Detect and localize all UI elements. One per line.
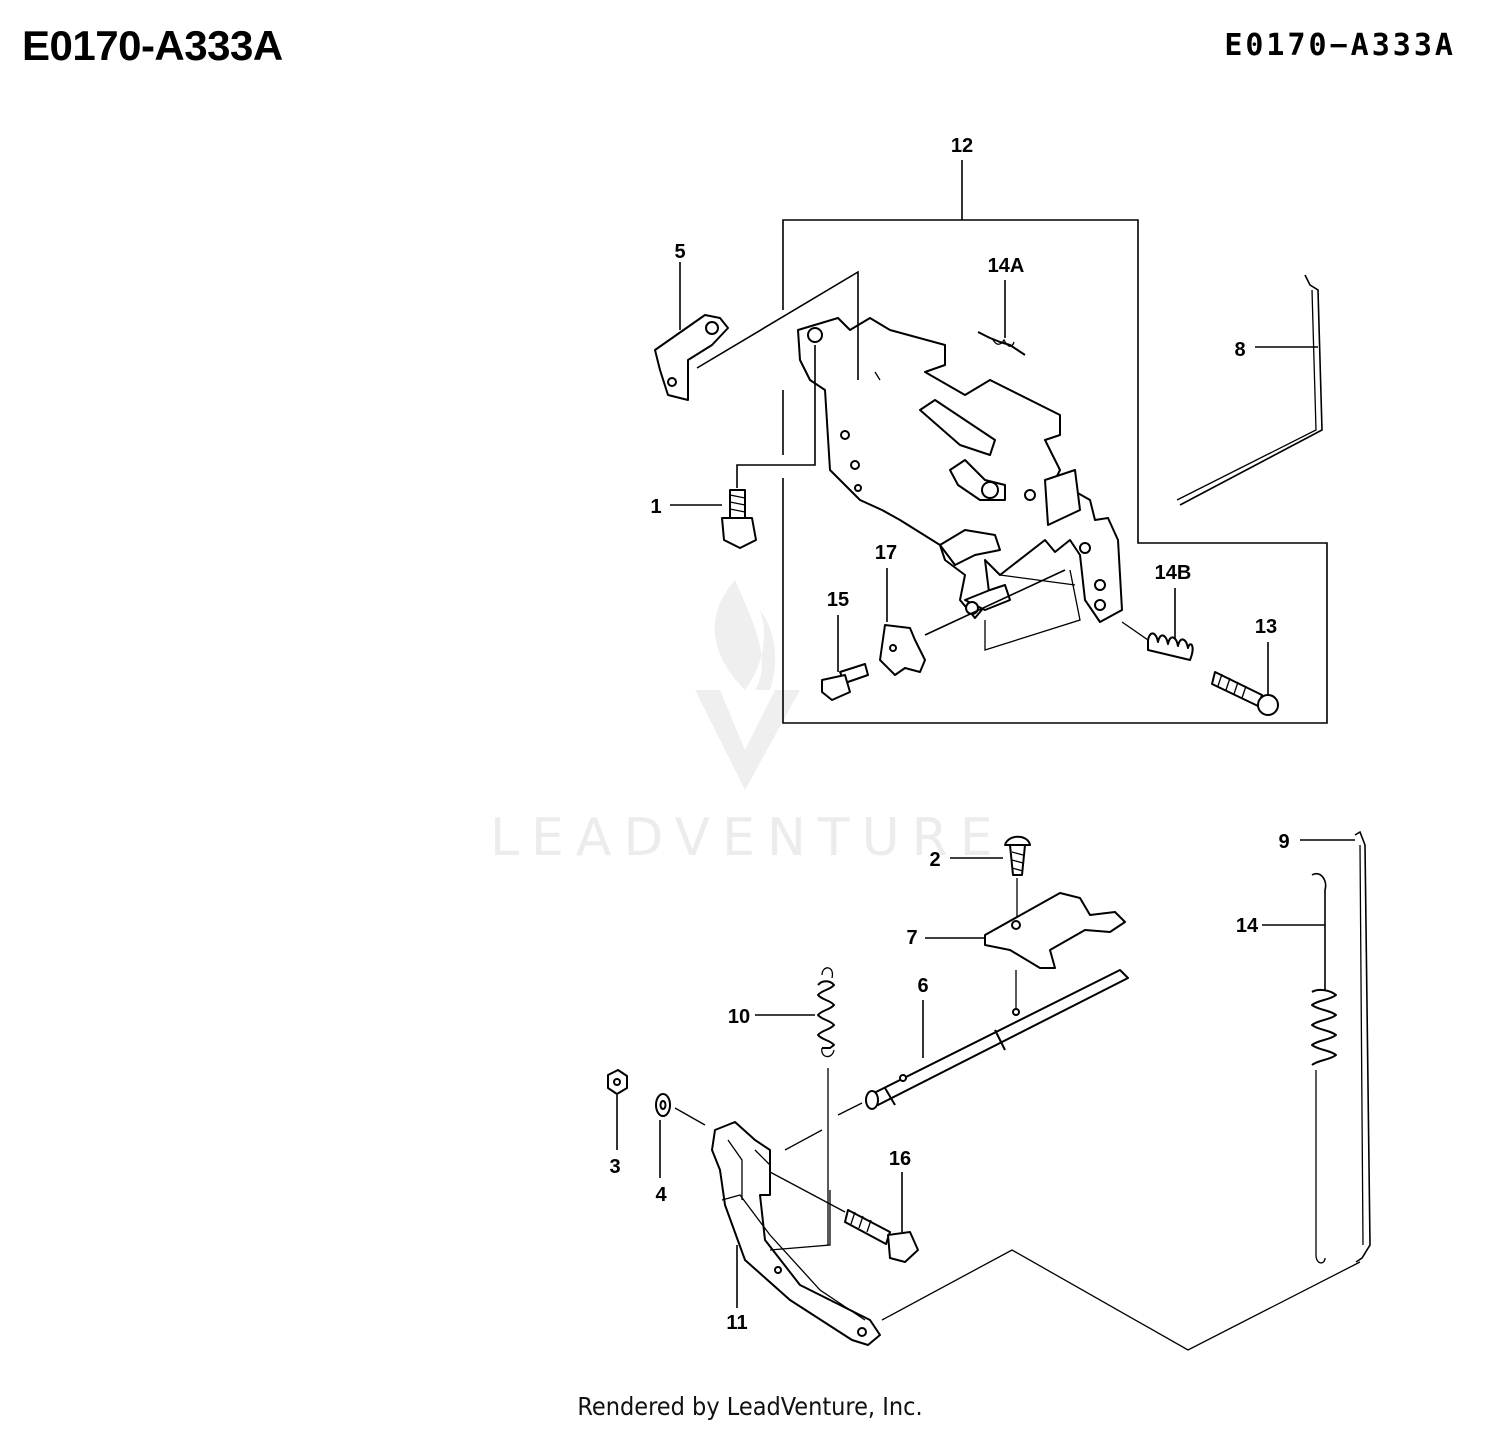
callout-13: 13 — [1255, 616, 1277, 638]
part-17-plate — [879, 568, 1066, 676]
part-1-bolt — [670, 345, 816, 549]
part-13-screw — [1211, 642, 1279, 716]
callout-9: 9 — [1278, 831, 1289, 853]
part-4-washer — [655, 1093, 706, 1178]
part-12-control-bracket — [797, 317, 1123, 651]
callout-15: 15 — [827, 589, 849, 611]
part-5-bracket — [654, 262, 859, 401]
callout-12: 12 — [951, 135, 973, 157]
part-15-bolt — [821, 615, 869, 701]
callout-3: 3 — [609, 1156, 620, 1178]
leadventure-flame-logo-icon — [695, 580, 800, 790]
part-14a-spring — [977, 280, 1026, 356]
linkage-leader-line — [881, 1249, 1361, 1351]
callout-6: 6 — [917, 975, 928, 997]
part-2-screw — [950, 835, 1031, 922]
watermark-text: LEADVENTURE — [490, 808, 1005, 868]
part-9-rod — [1300, 830, 1371, 1263]
callout-14: 14 — [1236, 915, 1259, 937]
callout-2: 2 — [929, 849, 940, 871]
callout-11: 11 — [726, 1312, 747, 1334]
footer-credit: Rendered by LeadVenture, Inc. — [577, 1392, 923, 1421]
callout-7: 7 — [906, 927, 917, 949]
callout-1: 1 — [650, 496, 661, 518]
callout-14b: 14B — [1155, 562, 1192, 584]
part-6-shaft — [837, 969, 1129, 1116]
assembly-12-boundary — [782, 160, 1328, 724]
part-14-long-spring — [1262, 872, 1337, 1264]
callout-14a: 14A — [988, 255, 1025, 277]
callout-8: 8 — [1234, 339, 1245, 361]
part-14b-spring — [1121, 588, 1194, 661]
callout-5: 5 — [674, 241, 685, 263]
part-16-bolt — [769, 1171, 919, 1263]
part-10-spring — [755, 967, 835, 1245]
callout-10: 10 — [728, 1006, 750, 1028]
part-7-plate — [925, 892, 1126, 969]
part-8-rod — [1176, 274, 1323, 506]
callout-16: 16 — [889, 1148, 911, 1170]
page-title: E0170-A333A — [22, 22, 283, 69]
callout-4: 4 — [655, 1184, 667, 1206]
part-3-nut — [607, 1069, 628, 1150]
callout-17: 17 — [875, 542, 897, 564]
diagram-code: E0170−A333A — [1224, 28, 1456, 63]
part-11-lever — [711, 1121, 881, 1346]
callout-labels: 12 5 14A 8 1 17 14B 15 13 9 2 14 7 6 10 … — [609, 135, 1289, 1334]
